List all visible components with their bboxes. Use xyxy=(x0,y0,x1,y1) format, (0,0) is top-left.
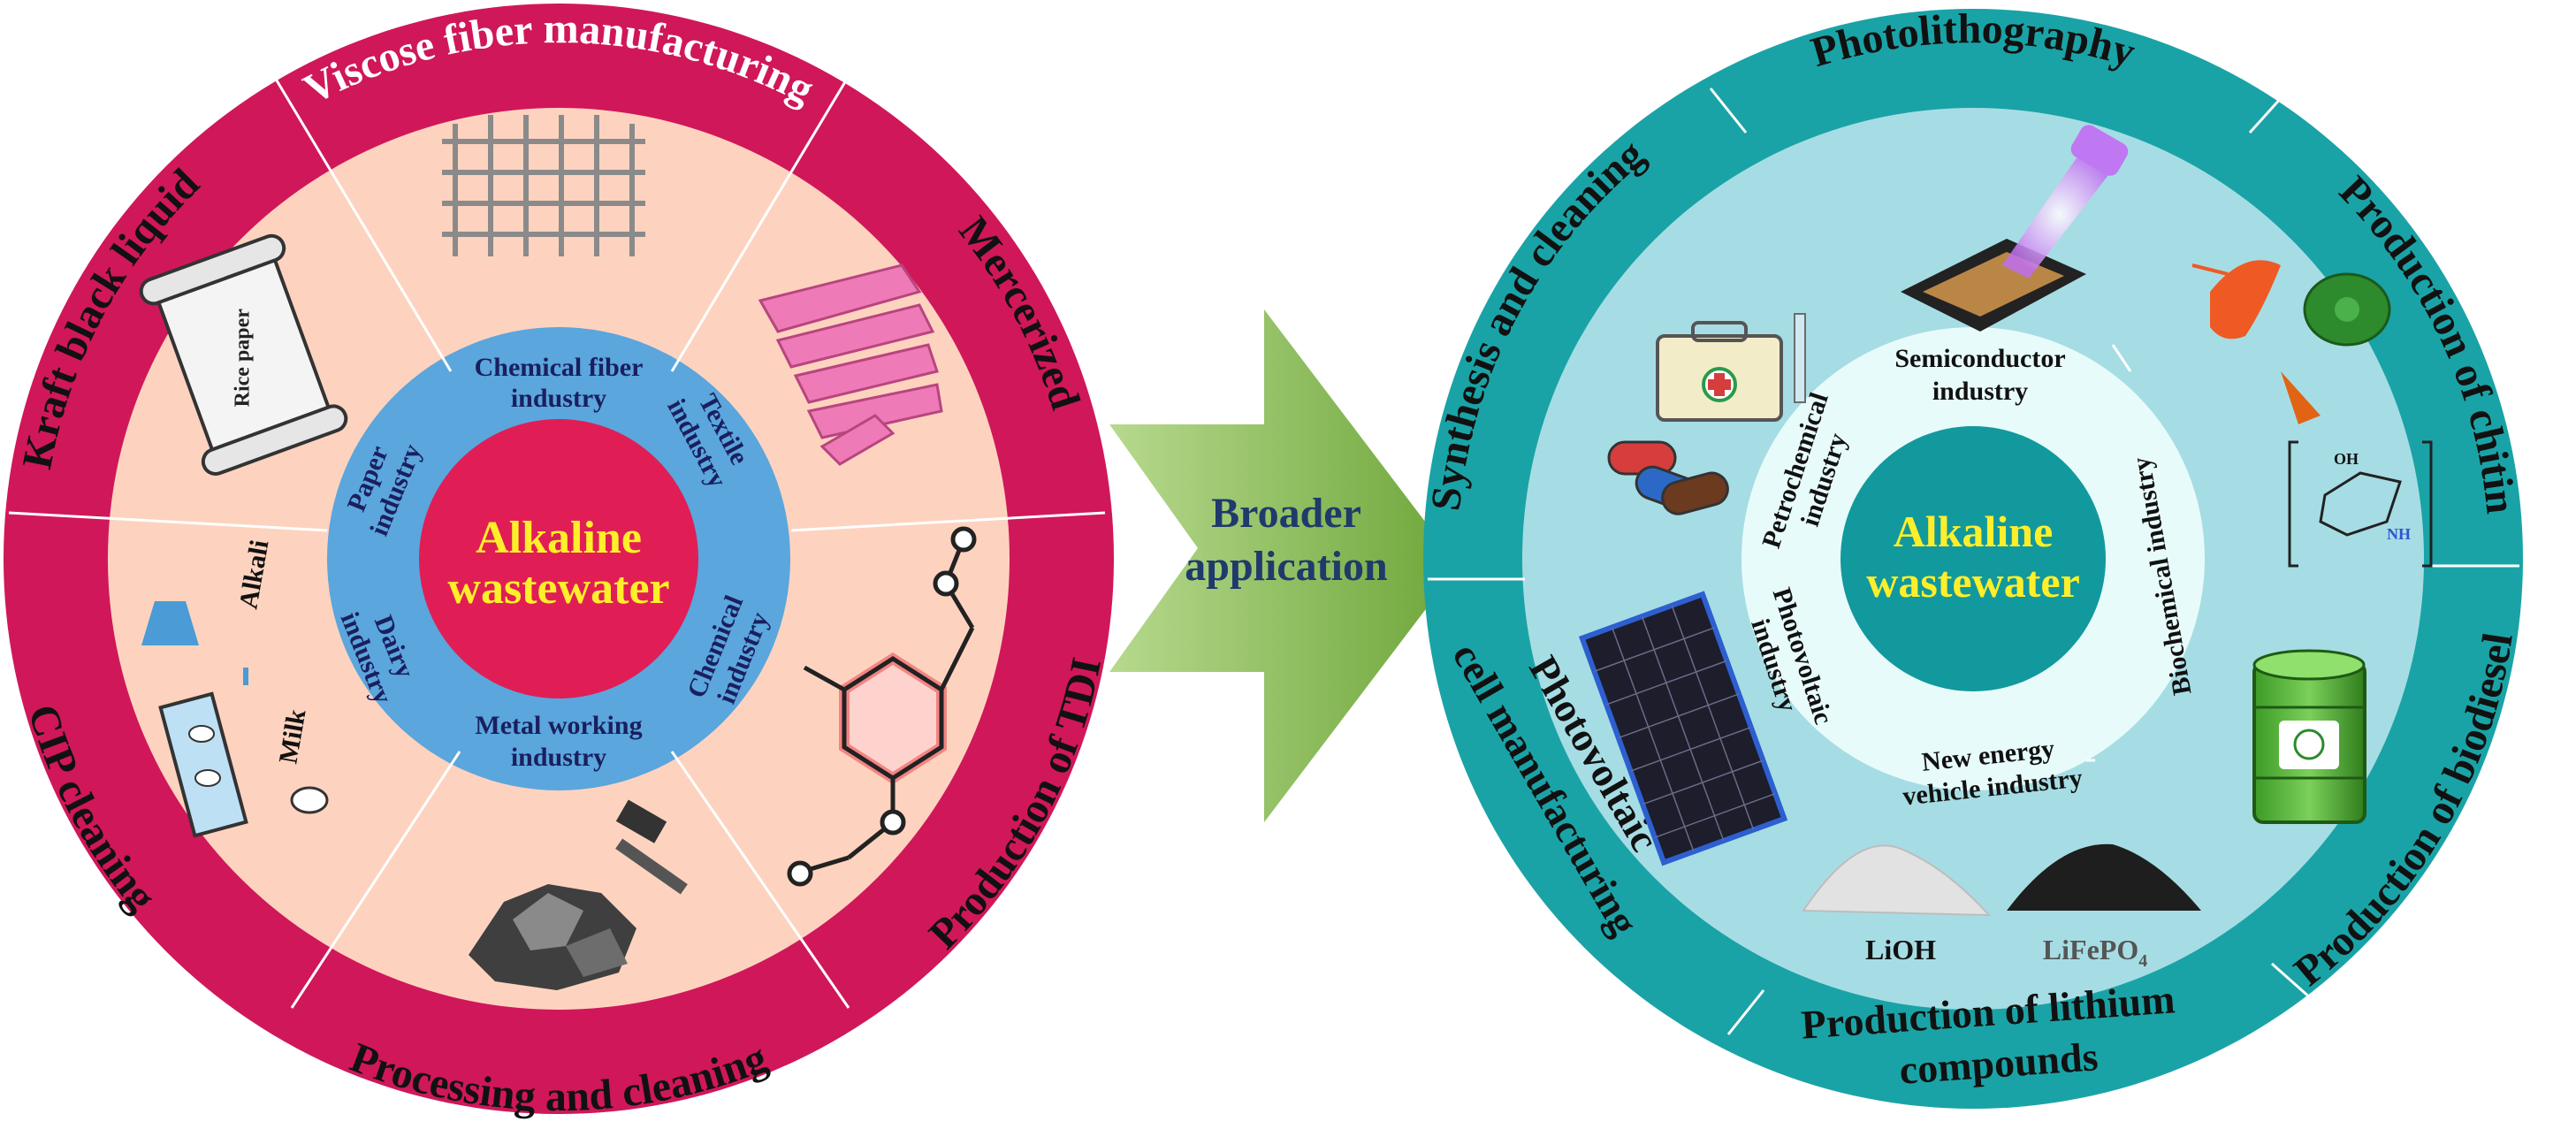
lifepo4-label: LiFePO4 xyxy=(2043,934,2147,971)
inner-label-chemical-fiber-industry: industry xyxy=(511,384,606,413)
shrimp-turtle-icon xyxy=(2191,260,2391,424)
pills-icon xyxy=(1607,440,1729,515)
inner-label-semiconductor: Semiconductor xyxy=(1894,344,2065,373)
rice-paper-scroll-icon: Rice paper xyxy=(139,233,348,477)
inner-label-semiconductor-industry: industry xyxy=(1932,377,2028,406)
left-diagram: Viscose fiber manufacturing Mercerized P… xyxy=(0,4,1132,1120)
biodiesel-drum-icon xyxy=(2252,649,2366,824)
inner-label-chemical-fiber: Chemical fiber xyxy=(475,353,644,382)
photolithography-chip-icon xyxy=(1901,125,2129,332)
left-core-title-line2: wastewater xyxy=(447,563,669,614)
chitin-oh-label: OH xyxy=(2334,450,2359,468)
left-core-title-line1: Alkaline xyxy=(476,513,642,563)
right-diagram: Photolithography Production of chitin Pr… xyxy=(1384,5,2557,1109)
fiber-mesh-icon xyxy=(442,115,645,256)
metal-ore-hammer-icon xyxy=(469,799,688,990)
right-dividers xyxy=(1428,87,2519,1035)
lithium-powders-icon: LiOH LiFePO4 xyxy=(1802,843,2201,971)
chitin-molecule-icon: OH NH xyxy=(2288,440,2433,568)
solar-panel-icon xyxy=(1578,591,1788,866)
inner-label-metal-working-industry: industry xyxy=(511,743,606,772)
broader-application-arrow: Broader application xyxy=(1109,309,1459,822)
right-core xyxy=(1841,426,2106,691)
arrow-label-line2: application xyxy=(1185,543,1387,590)
mercerized-yarn-icon xyxy=(758,263,943,466)
right-core-title-line2: wastewater xyxy=(1866,557,2080,607)
lioh-label: LiOH xyxy=(1865,934,1936,965)
chitin-nh-label: NH xyxy=(2387,525,2411,543)
tdi-molecule-icon xyxy=(787,526,977,887)
left-core xyxy=(419,419,698,698)
left-dividers xyxy=(8,75,1106,1009)
arrow-label-line1: Broader xyxy=(1211,490,1361,537)
right-core-title-line1: Alkaline xyxy=(1894,507,2054,556)
inner-label-metal-working: Metal working xyxy=(475,711,642,740)
medical-kit-icon xyxy=(1656,313,1806,422)
rice-paper-label: Rice paper xyxy=(232,309,255,408)
arrow-shape xyxy=(1109,309,1459,822)
